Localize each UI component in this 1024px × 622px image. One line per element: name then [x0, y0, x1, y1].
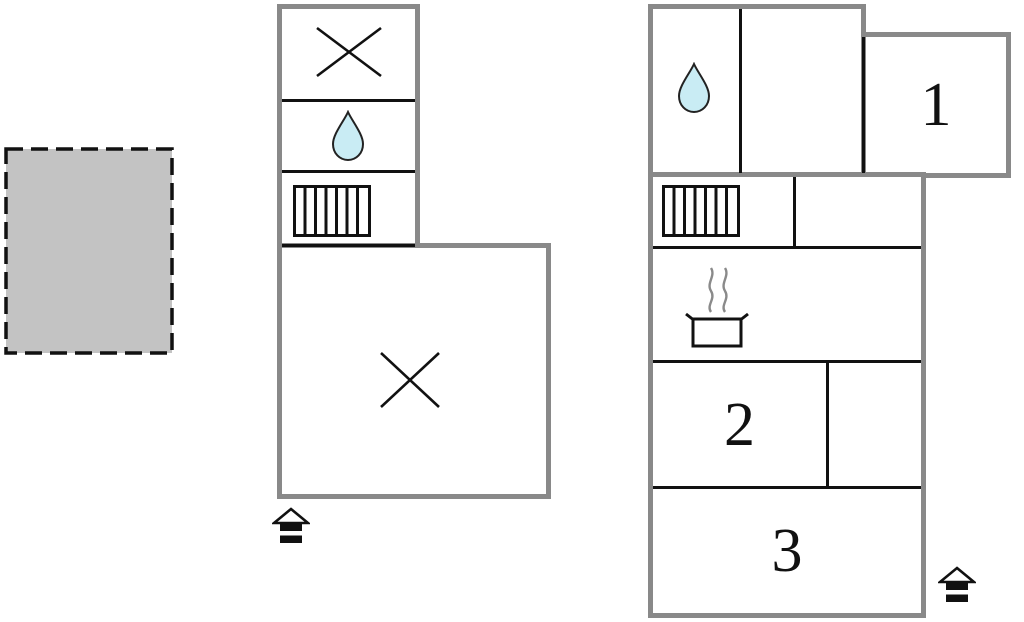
stairs-icon: [662, 185, 740, 237]
room-1-label: 1: [920, 71, 952, 139]
inner-wall: [282, 170, 415, 173]
inner-wall: [653, 486, 921, 489]
water-drop-icon: [331, 110, 365, 162]
cooking-pot-icon: [685, 267, 749, 348]
inner-wall: [282, 244, 415, 247]
inner-wall: [653, 246, 921, 249]
left-building-main-room: [277, 243, 551, 499]
inner-wall: [826, 363, 829, 489]
inner-wall: [793, 177, 796, 249]
terrace-outline: [4, 147, 174, 355]
x-mark-icon: [316, 26, 382, 78]
inner-wall: [653, 360, 921, 363]
stairs-icon: [293, 185, 371, 237]
room-3-label: 3: [771, 517, 803, 585]
house-entrance-icon: [272, 507, 310, 543]
house-entrance-icon: [938, 566, 976, 602]
inner-wall: [739, 9, 742, 173]
x-mark-icon: [380, 352, 440, 408]
inner-wall: [862, 37, 865, 173]
water-drop-icon: [677, 62, 711, 114]
right-building-room-1-block: [861, 32, 1011, 178]
terrace: [4, 147, 174, 355]
room-2-label: 2: [724, 390, 755, 459]
inner-wall: [282, 99, 415, 102]
